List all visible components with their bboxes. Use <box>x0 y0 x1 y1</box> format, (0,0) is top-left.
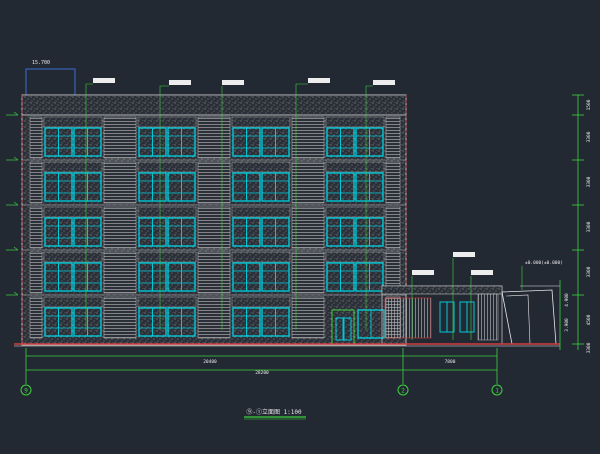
leader-line <box>85 83 93 330</box>
shutter-panel <box>197 251 231 294</box>
shutter-panel <box>103 251 137 294</box>
elevation-label: 3300 <box>586 342 592 353</box>
shutter-panel <box>385 206 401 249</box>
shutter-panel <box>29 161 43 204</box>
shutter-panel <box>29 206 43 249</box>
elevation-label: 3300 <box>586 176 592 187</box>
callout-tag <box>308 78 330 83</box>
axis-label-9: 9 <box>24 388 28 395</box>
shutter-panel <box>197 206 231 249</box>
shutter-panel <box>29 251 43 294</box>
shutter-panel <box>103 161 137 204</box>
elevation-label: 1500 <box>586 99 592 110</box>
callout-tag <box>222 80 244 85</box>
grid-axes: 9 2 1 <box>20 384 503 396</box>
shutter-panel <box>103 296 137 339</box>
left-level-marks <box>6 111 19 296</box>
elevation-label: 3300 <box>586 131 592 142</box>
shutter-panel <box>291 116 325 159</box>
callout-tag <box>453 252 475 257</box>
elevation-label: 3300 <box>586 221 592 232</box>
shutter-panel <box>197 116 231 159</box>
annex-building: ±0.000(±0.000) <box>381 260 563 345</box>
leader-line <box>365 85 373 330</box>
shutter-panel <box>385 161 401 204</box>
main-building <box>21 94 407 346</box>
dimension-lines: 20400 7800 28200 <box>25 348 498 384</box>
drawing-title-text: ⑨-①立面图 1:100 <box>246 408 302 416</box>
shutter-panel <box>291 161 325 204</box>
callout-tag <box>471 270 493 275</box>
dim-total: 28200 <box>255 370 269 376</box>
elevation-dimensions: 1500 3300 3300 3300 3300 4500 3300 4.900 3.900 <box>559 94 592 353</box>
dim-bay-left: 20400 <box>203 359 217 365</box>
callout-tag <box>412 270 434 275</box>
annex-level-label: 3.900 <box>564 318 570 332</box>
annex-label: ±0.000(±0.000) <box>525 260 563 266</box>
callout-tag <box>373 80 395 85</box>
roof-label: 15.700 <box>32 60 50 66</box>
callout-tag <box>169 80 191 85</box>
elevation-label: 4500 <box>586 314 592 325</box>
shutter-panel <box>291 251 325 294</box>
roof-structure: 15.700 <box>25 60 76 96</box>
shutter-panel <box>385 116 401 159</box>
leader-line <box>159 85 169 330</box>
shutter-panel <box>103 116 137 159</box>
shutter-panel <box>197 161 231 204</box>
elevation-label: 3300 <box>586 266 592 277</box>
annex-level-label: 4.900 <box>564 293 570 307</box>
callout-leaders <box>85 78 493 340</box>
leader-line <box>295 83 308 330</box>
callout-tag <box>93 78 115 83</box>
facade-grid <box>21 95 407 344</box>
shutter-panel <box>29 296 43 339</box>
axis-label-2: 2 <box>401 388 405 395</box>
shutter-panel <box>103 206 137 249</box>
dim-bay-right: 7800 <box>445 359 456 365</box>
drawing-title: ⑨-①立面图 1:100 <box>244 408 306 420</box>
axis-label-1: 1 <box>495 388 499 395</box>
shutter-panel <box>291 296 325 339</box>
shutter-panel <box>29 116 43 159</box>
shutter-panel <box>197 296 231 339</box>
shutter-panel <box>291 206 325 249</box>
